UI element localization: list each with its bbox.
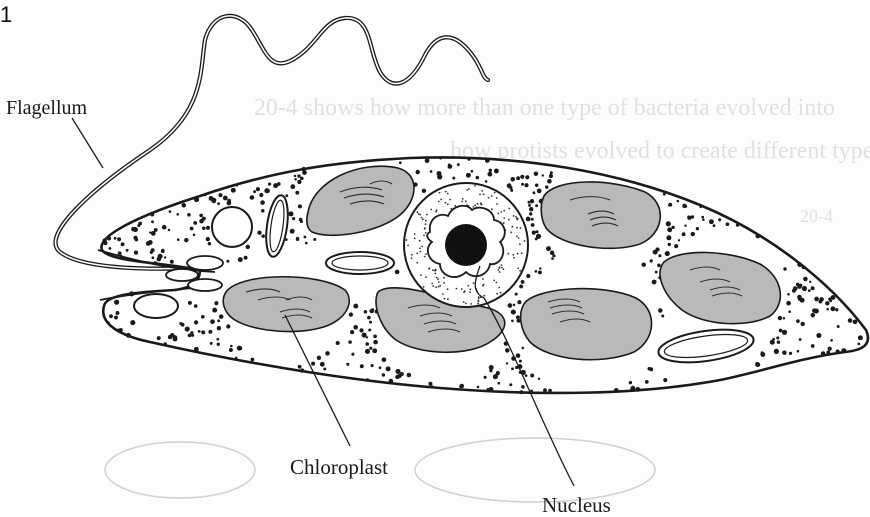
chloroplast-5 xyxy=(521,289,652,360)
bleed-oval-right xyxy=(415,438,655,502)
nucleus-label: Nucleus xyxy=(542,493,611,517)
nucleus xyxy=(404,183,528,307)
contractile-vacuole xyxy=(212,207,252,247)
bleed-line-3: 20-4 xyxy=(800,206,833,226)
bleed-line-1: 20-4 shows how more than one type of bac… xyxy=(254,95,835,121)
flagellum-leader xyxy=(72,118,103,168)
figure-number: 1 xyxy=(0,2,12,27)
paramylon-center xyxy=(326,252,394,274)
nucleolus xyxy=(445,224,487,266)
vacuole-rear xyxy=(134,294,178,318)
bleed-oval-left xyxy=(105,442,255,498)
chloroplast-3 xyxy=(223,277,349,332)
chloroplast-2 xyxy=(541,182,660,248)
chloroplast-label: Chloroplast xyxy=(290,455,388,479)
flagellum-label: Flagellum xyxy=(6,97,88,119)
